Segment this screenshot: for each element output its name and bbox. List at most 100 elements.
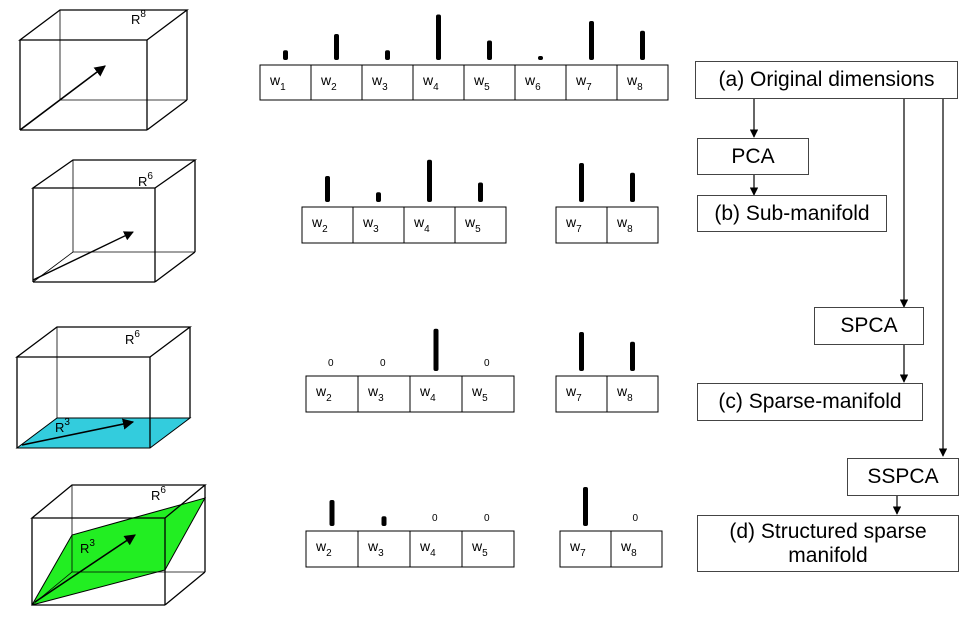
cell-index: 4: [433, 82, 439, 93]
cell-box: [555, 206, 608, 244]
cell-box: [555, 375, 608, 413]
zero-weight-label: 0: [328, 358, 334, 369]
weight-cell: w8: [606, 172, 659, 244]
structured-sparse-manifold-box: (d) Structured sparse manifold: [697, 515, 959, 572]
weight-bar: [381, 516, 387, 526]
cell-symbol: w: [569, 538, 581, 554]
cell-symbol: w: [419, 383, 431, 399]
weight-bar: [630, 341, 635, 371]
weight-bar: [583, 487, 588, 526]
cube-r6: [30, 159, 198, 283]
weight-cell: w8: [616, 30, 669, 101]
cell-index: 8: [627, 393, 633, 404]
cell-index: 7: [576, 224, 582, 235]
cell-label: w7: [565, 383, 582, 404]
cell-index: 4: [424, 224, 430, 235]
weight-cell: w7: [559, 487, 612, 568]
cell-symbol: w: [471, 383, 483, 399]
sub-manifold-box: (b) Sub-manifold: [697, 195, 887, 232]
cell-box: [409, 375, 463, 413]
cell-box: [606, 206, 659, 244]
cell-label: w3: [367, 538, 384, 559]
r3-plane: [15, 417, 192, 449]
weight-cell: w3: [357, 516, 411, 568]
original-dimensions-box: (a) Original dimensions: [695, 61, 958, 99]
cell-index: 3: [378, 393, 384, 404]
zero-weight-label: 0: [633, 513, 639, 524]
weight-cell: w1: [259, 50, 312, 101]
weight-bar: [376, 192, 381, 202]
cell-label: w5: [471, 383, 488, 404]
r3-plane-slanted: [30, 497, 207, 606]
cell-symbol: w: [626, 72, 638, 88]
cube-r6-sparse: [15, 326, 192, 449]
cell-index: 5: [482, 548, 488, 559]
cell-symbol: w: [471, 538, 483, 554]
cell-box: [461, 375, 515, 413]
weight-cell: w5 0: [461, 513, 515, 568]
cell-box: [610, 530, 663, 568]
cell-box: [305, 530, 359, 568]
cell-label: w3: [367, 383, 384, 404]
zero-weight-label: 0: [484, 358, 490, 369]
cell-label: w7: [575, 72, 592, 93]
weight-bar: [579, 332, 584, 371]
cube-r8: [18, 9, 189, 131]
cell-label: w8: [626, 72, 643, 93]
cell-index: 2: [326, 548, 332, 559]
cell-index: 8: [631, 548, 637, 559]
cell-box: [352, 206, 405, 244]
sspca-box: SSPCA: [847, 458, 959, 496]
weight-cell: w3: [352, 192, 405, 244]
cell-symbol: w: [419, 538, 431, 554]
cell-index: 8: [627, 224, 633, 235]
cell-label: w2: [315, 383, 332, 404]
weight-bar: [385, 50, 390, 60]
cell-symbol: w: [565, 214, 577, 230]
subspace-label-row4: R3: [80, 538, 95, 556]
weight-cell: w40: [409, 513, 463, 568]
cell-index: 5: [482, 393, 488, 404]
weight-cell: w80: [610, 513, 663, 568]
weight-bar: [427, 159, 432, 202]
weight-bar: [630, 172, 635, 202]
cell-label: w8: [616, 214, 633, 235]
cell-label: w1: [269, 72, 286, 93]
cell-symbol: w: [367, 383, 379, 399]
cell-index: 2: [326, 393, 332, 404]
cell-box: [454, 206, 507, 244]
weight-cell: w4: [412, 14, 465, 101]
cell-index: 5: [484, 82, 490, 93]
weight-cell: w4: [403, 159, 456, 244]
cell-label: w4: [413, 214, 430, 235]
cell-box: [357, 375, 411, 413]
weight-bar: [436, 14, 441, 60]
cell-symbol: w: [315, 538, 327, 554]
cell-index: 7: [580, 548, 586, 559]
cell-label: w7: [569, 538, 586, 559]
cell-label: w6: [524, 72, 541, 93]
cell-symbol: w: [371, 72, 383, 88]
sparse-manifold-box: (c) Sparse-manifold: [697, 383, 923, 421]
weight-bar: [487, 40, 492, 60]
weight-bar: [579, 163, 584, 202]
weight-cell: w2 0: [305, 358, 359, 413]
cell-index: 8: [637, 82, 643, 93]
zero-weight-label: 0: [432, 513, 438, 524]
cell-index: 4: [430, 393, 436, 404]
structured-line2: manifold: [788, 543, 868, 567]
cell-box: [461, 530, 515, 568]
zero-weight-label: 0: [484, 513, 490, 524]
cell-index: 2: [322, 224, 328, 235]
space-label-row1: R8: [131, 9, 146, 27]
weight-bar: [433, 328, 439, 371]
flow-arrows: [749, 99, 948, 515]
weight-cell: w2: [310, 34, 363, 101]
cell-symbol: w: [565, 383, 577, 399]
cell-symbol: w: [575, 72, 587, 88]
cell-index: 1: [280, 82, 286, 93]
cell-label: w2: [315, 538, 332, 559]
cell-box: [409, 530, 463, 568]
